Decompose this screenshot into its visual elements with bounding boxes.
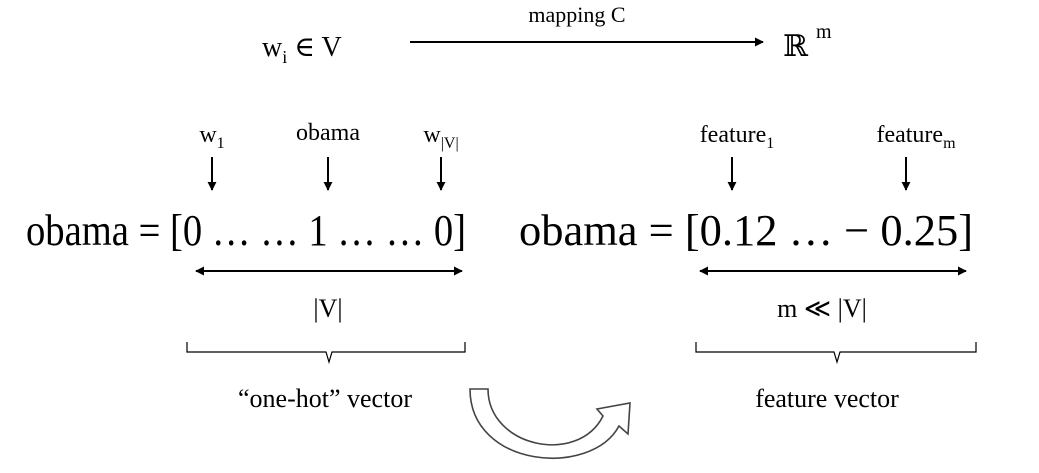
curved-arrow-icon	[469, 388, 631, 460]
marker-obama: obama	[296, 120, 360, 146]
marker-feature-m: featurem	[876, 122, 956, 152]
underbrace	[695, 342, 977, 365]
onehot-section: w1 obama w|V| obama = [0 … … 1 … … 0] |V…	[26, 120, 466, 413]
marker-feature-1: feature1	[700, 122, 775, 152]
feature-section: feature1 featurem obama = [0.12 … − 0.25…	[519, 122, 977, 413]
onehot-caption: “one-hot” vector	[238, 384, 412, 413]
dimension-label: |V|	[313, 294, 342, 323]
marker-w-v: w|V|	[423, 122, 458, 152]
feature-caption: feature vector	[755, 384, 899, 413]
underbrace	[186, 342, 466, 365]
onehot-equation: obama = [0 … … 1 … … 0]	[26, 206, 466, 255]
dimension-label: m ≪ |V|	[777, 294, 867, 323]
mapping-label: mapping C	[528, 2, 625, 27]
marker-w1: w1	[199, 122, 224, 152]
feature-equation: obama = [0.12 … − 0.25]	[519, 206, 973, 255]
source-term: wi ∈ V	[262, 32, 342, 67]
